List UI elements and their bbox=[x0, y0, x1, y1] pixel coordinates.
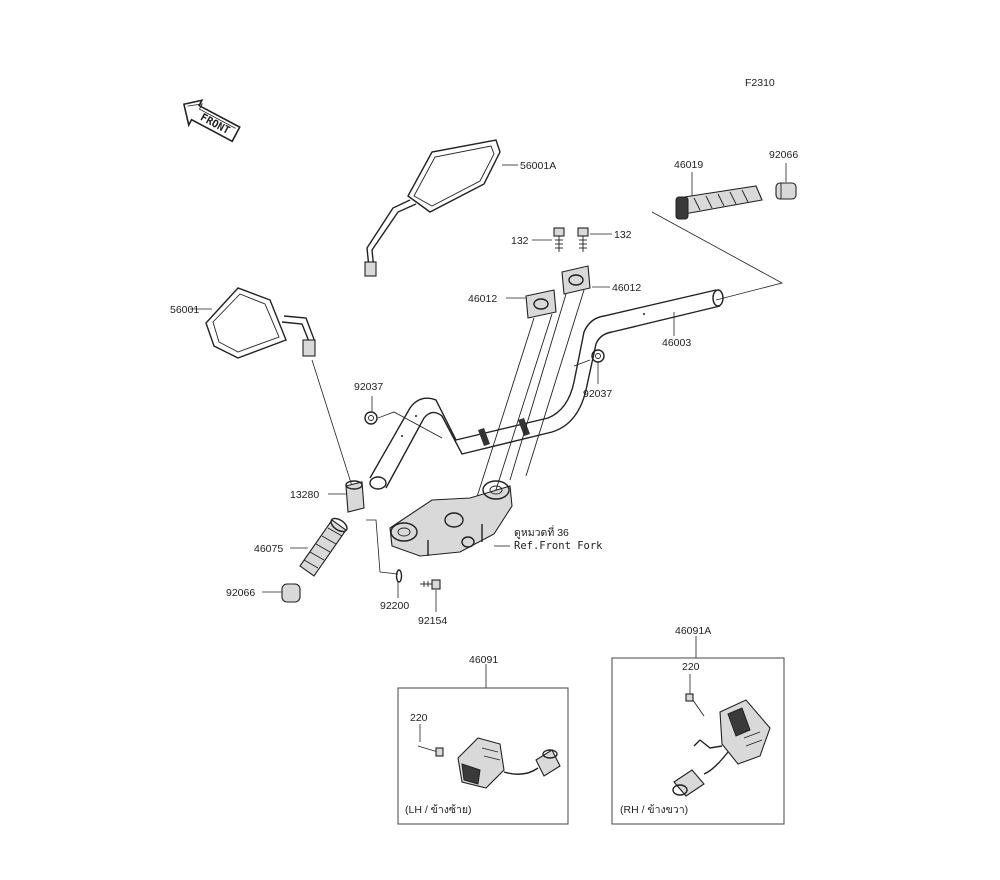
label-screw: 92154 bbox=[418, 615, 447, 627]
label-weight-left: 92066 bbox=[226, 587, 255, 599]
label-bolt-right: 132 bbox=[614, 229, 632, 241]
label-holder-left: 46012 bbox=[468, 293, 497, 305]
fork-upper-clamp bbox=[389, 480, 513, 557]
grip-left bbox=[299, 517, 348, 577]
washer bbox=[395, 569, 403, 583]
figure-id: F2310 bbox=[745, 77, 775, 89]
label-grip-right: 46019 bbox=[674, 159, 703, 171]
label-switch-rh: 46091A bbox=[675, 625, 711, 637]
label-switch-lh: 46091 bbox=[469, 654, 498, 666]
label-mirror-right: 56001A bbox=[520, 160, 556, 172]
switch-rh-caption: (RH / ข้างขวา) bbox=[620, 804, 688, 816]
switch-lh bbox=[417, 737, 561, 789]
handlebar bbox=[369, 289, 724, 490]
holder-left bbox=[525, 289, 557, 319]
label-adapter: 13280 bbox=[290, 489, 319, 501]
clamp-left bbox=[364, 411, 378, 425]
ref-note-line1: ดูหมวดที่ 36 bbox=[514, 525, 569, 539]
holder-right bbox=[561, 265, 591, 295]
weight-right bbox=[775, 182, 797, 200]
switch-lh-caption: (LH / ข้างซ้าย) bbox=[405, 804, 472, 816]
screw bbox=[420, 579, 441, 590]
ref-note-line2: Ref.Front Fork bbox=[514, 540, 603, 552]
label-grip-left: 46075 bbox=[254, 543, 283, 555]
label-clamp-left: 92037 bbox=[354, 381, 383, 393]
front-arrow-icon: FRONT bbox=[182, 99, 241, 143]
label-clamp-right: 92037 bbox=[583, 388, 612, 400]
grip-right bbox=[675, 185, 763, 220]
weight-left bbox=[281, 583, 301, 603]
label-switch-rh-screw: 220 bbox=[682, 661, 700, 673]
bolt-right bbox=[577, 227, 589, 252]
label-handlebar: 46003 bbox=[662, 337, 691, 349]
label-switch-lh-screw: 220 bbox=[410, 712, 428, 724]
label-weight-right: 92066 bbox=[769, 149, 798, 161]
bolt-left bbox=[553, 227, 565, 252]
label-washer: 92200 bbox=[380, 600, 409, 612]
mirror-right bbox=[364, 139, 501, 277]
label-holder-right: 46012 bbox=[612, 282, 641, 294]
label-bolt-left: 132 bbox=[511, 235, 529, 247]
adapter bbox=[345, 480, 365, 513]
mirror-left bbox=[205, 287, 316, 359]
switch-rh bbox=[672, 693, 771, 797]
label-mirror-left: 56001 bbox=[170, 304, 199, 316]
